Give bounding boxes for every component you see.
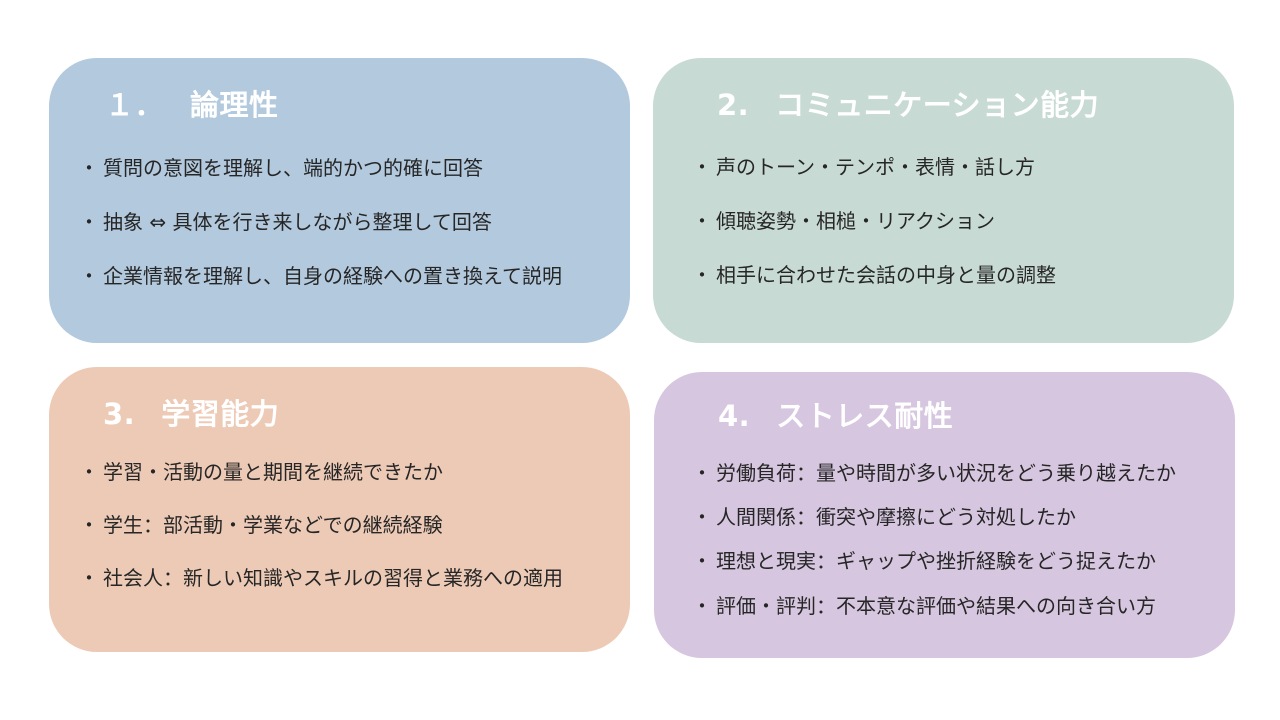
bullet-icon: ・	[692, 155, 712, 179]
panel-title: １． 論理性	[105, 82, 279, 124]
panel-title: 3. 学習能力	[103, 391, 279, 433]
bullet-icon: ・	[692, 594, 712, 618]
bullet-list: ・学習・活動の量と期間を継続できたか ・学生：部活動・学業などでの継続経験 ・社…	[79, 456, 563, 615]
list-item: ・相手に合わせた会話の中身と量の調整	[692, 259, 1056, 313]
panel-heading: コミュニケーション能力	[775, 88, 1100, 122]
panel-number: 4.	[718, 399, 751, 433]
bullet-icon: ・	[79, 460, 99, 484]
bullet-list: ・質問の意図を理解し、端的かつ的確に回答 ・抽象 ⇔ 具体を行き来しながら整理し…	[79, 152, 562, 314]
list-item: ・人間関係：衝突や摩擦にどう対処したか	[692, 501, 1176, 545]
panel-communication: 2. コミュニケーション能力 ・声のトーン・テンポ・表情・話し方 ・傾聴姿勢・相槌…	[653, 58, 1234, 343]
panel-heading: 学習能力	[161, 397, 280, 431]
list-item: ・社会人：新しい知識やスキルの習得と業務への適用	[79, 562, 563, 615]
bullet-icon: ・	[79, 513, 99, 537]
bullet-icon: ・	[692, 209, 712, 233]
panel-title: 4. ストレス耐性	[718, 393, 953, 435]
panel-number: １．	[105, 88, 165, 122]
list-item: ・質問の意図を理解し、端的かつ的確に回答	[79, 152, 562, 206]
list-item: ・声のトーン・テンポ・表情・話し方	[692, 151, 1056, 205]
list-item: ・理想と現実：ギャップや挫折経験をどう捉えたか	[692, 545, 1176, 590]
bullet-icon: ・	[692, 505, 712, 529]
bullet-icon: ・	[79, 566, 99, 590]
list-item: ・抽象 ⇔ 具体を行き来しながら整理して回答	[79, 206, 562, 260]
bullet-list: ・労働負荷：量や時間が多い状況をどう乗り越えたか ・人間関係：衝突や摩擦にどう対…	[692, 457, 1176, 634]
panel-logical-thinking: １． 論理性 ・質問の意図を理解し、端的かつ的確に回答 ・抽象 ⇔ 具体を行き来し…	[49, 58, 630, 343]
bullet-icon: ・	[79, 264, 99, 288]
list-item: ・学習・活動の量と期間を継続できたか	[79, 456, 563, 509]
list-item: ・学生：部活動・学業などでの継続経験	[79, 509, 563, 562]
list-item: ・企業情報を理解し、自身の経験への置き換えて説明	[79, 260, 562, 314]
list-item: ・傾聴姿勢・相槌・リアクション	[692, 205, 1056, 259]
bullet-icon: ・	[692, 549, 712, 573]
panel-number: 2.	[717, 88, 750, 122]
bullet-icon: ・	[79, 156, 99, 180]
panel-heading: 論理性	[190, 88, 279, 122]
panel-title: 2. コミュニケーション能力	[717, 82, 1099, 124]
bullet-icon: ・	[692, 461, 712, 485]
bullet-icon: ・	[79, 210, 99, 234]
list-item: ・評価・評判：不本意な評価や結果への向き合い方	[692, 590, 1176, 634]
panel-number: 3.	[103, 397, 136, 431]
panel-heading: ストレス耐性	[776, 399, 954, 433]
panel-learning-ability: 3. 学習能力 ・学習・活動の量と期間を継続できたか ・学生：部活動・学業などでの…	[49, 367, 630, 652]
panel-stress-tolerance: 4. ストレス耐性 ・労働負荷：量や時間が多い状況をどう乗り越えたか ・人間関係：…	[654, 372, 1235, 658]
list-item: ・労働負荷：量や時間が多い状況をどう乗り越えたか	[692, 457, 1176, 501]
bullet-list: ・声のトーン・テンポ・表情・話し方 ・傾聴姿勢・相槌・リアクション ・相手に合わ…	[692, 151, 1056, 313]
bullet-icon: ・	[692, 263, 712, 287]
